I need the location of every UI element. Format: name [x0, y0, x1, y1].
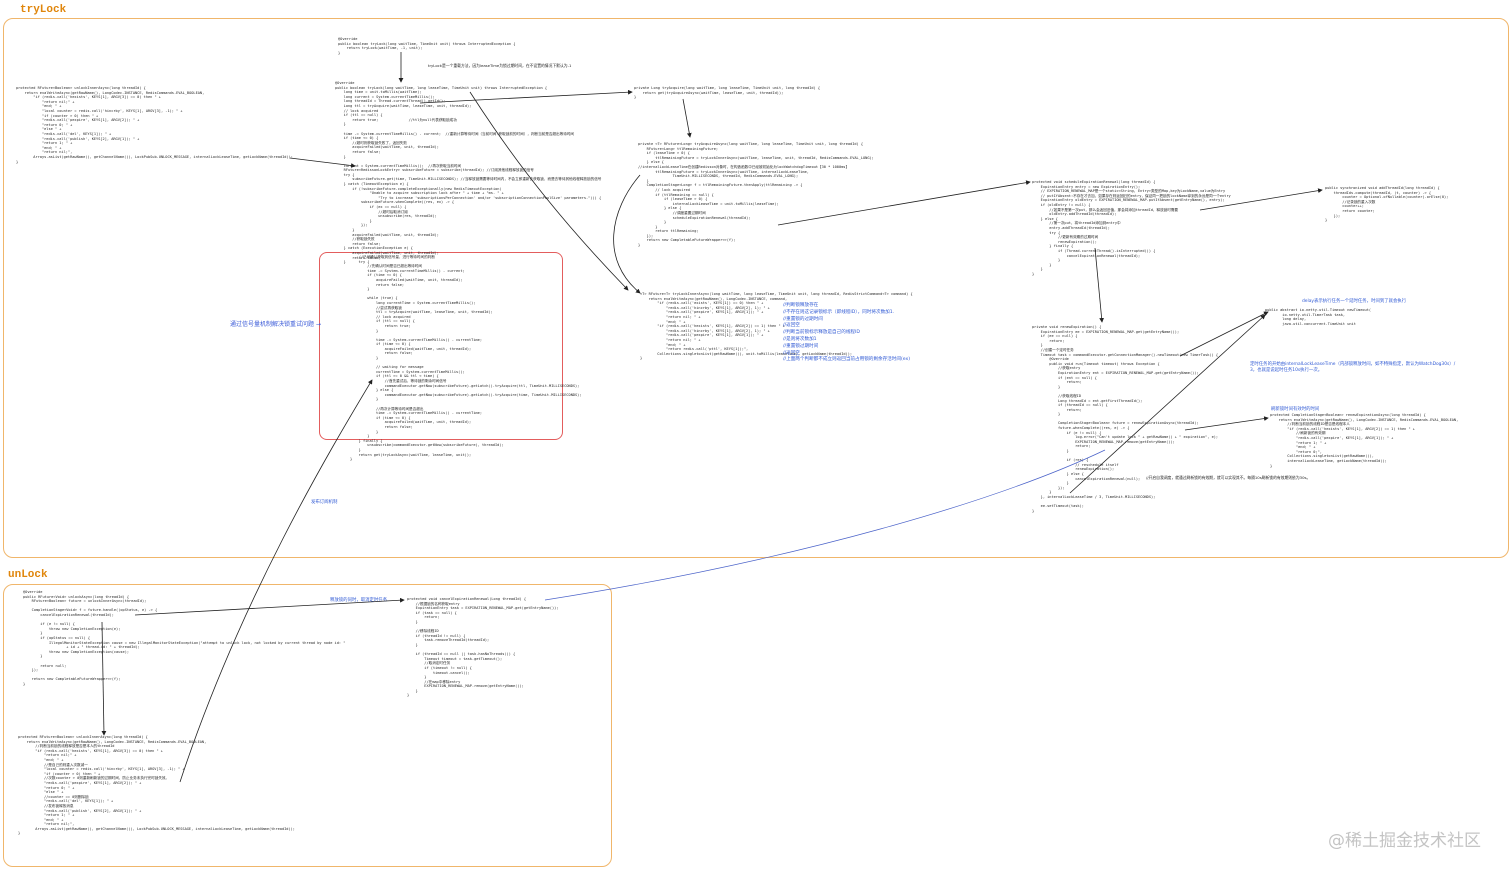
- renew-async-code: protected CompletionStage<Boolean> renew…: [1270, 413, 1459, 468]
- trylock-overload-code: @Override public boolean tryLock(long wa…: [338, 37, 516, 55]
- trylock-main-code: @Override public boolean tryLock(long wa…: [335, 81, 602, 265]
- unlock-async-code: @Override public RFuture<Void> unlockAsy…: [23, 590, 346, 686]
- unlock-section-title: unLock: [8, 569, 48, 581]
- new-timeout-code: public abstract io.netty.util.Timeout ne…: [1265, 308, 1372, 326]
- trylock-section-title: tryLock: [20, 4, 67, 16]
- try-lock-inner-code: <T> RFuture<T> tryLockInnerAsync(long wa…: [640, 292, 913, 361]
- renew-expiration-code: private void renewExpiration() { Expirat…: [1032, 325, 1219, 513]
- retry-highlight-box: [319, 252, 563, 440]
- add-thread-id-code: public synchronized void addThreadId(lon…: [1325, 186, 1449, 223]
- cancel-task-note: 释放锁的同时，取消定时任务: [330, 598, 388, 603]
- unlock-inner-lua-code-bottom: protected RFuture<Boolean> unlockInnerAs…: [18, 735, 295, 836]
- watermark: @稀土掘金技术社区: [1328, 831, 1481, 851]
- trylock-overload-note: tryLock是一个重载方法，因为leaseTime为锁过期时间，在不设置的情况…: [428, 63, 572, 68]
- trylock-retry-code: //已经确认获取到信号量，进行等待时间的判断 try { //先确认时间是否已超…: [350, 255, 582, 462]
- try-acquire-async-code: private <T> RFuture<Long> tryAcquireAsyn…: [638, 142, 874, 248]
- try-acquire-code: private Long tryAcquire(long waitTime, l…: [634, 86, 821, 100]
- unlock-inner-lua-code-top: protected RFuture<Boolean> unlockInnerAs…: [16, 86, 293, 164]
- publish-subscribe-note: 发布订阅机制: [311, 500, 338, 505]
- renew-async-note: 刷新锁时间有效时的时间: [1271, 407, 1320, 412]
- reschedule-note: //开启自我调度，就通过刷新锁的有效期，就可以实现其不。每隔10s刷新锁的有效期…: [1146, 475, 1311, 480]
- renew-period-note: 定时任务的开始由internalLockLeaseTime（内部锁释放时间，如不…: [1250, 362, 1456, 373]
- lua-comment-annotations: //判断锁释放存在 //不存在则这记录锁标示（即线程ID），同时将次数加1. /…: [783, 303, 910, 363]
- new-timeout-note: delay表示执行任务一个延时任务，时间到了就会执行: [1302, 299, 1407, 304]
- cancel-renewal-code: protected void cancelExpirationRenewal(L…: [407, 597, 559, 698]
- schedule-renewal-code: protected void scheduleExpirationRenewal…: [1032, 180, 1231, 276]
- retry-note: 通过信号量机制解决锁重试问题 →: [230, 321, 321, 328]
